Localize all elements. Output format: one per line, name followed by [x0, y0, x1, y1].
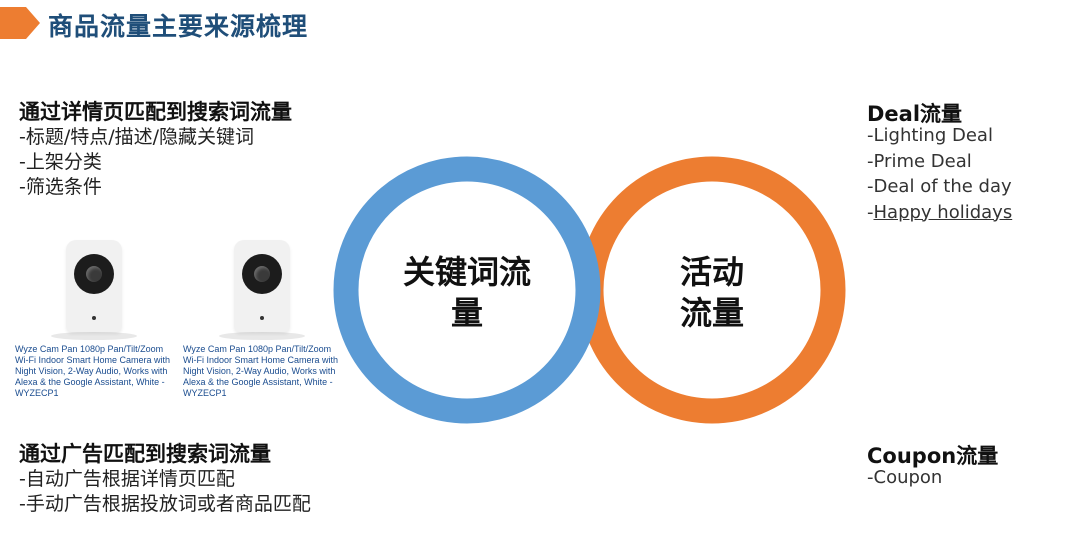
- search-detail-title: 通过详情页匹配到搜索词流量: [19, 100, 292, 124]
- activity-traffic-label: 活动 流量: [679, 253, 744, 332]
- list-item: -Prime Deal: [867, 150, 972, 172]
- list-item: -Lighting Deal: [867, 125, 993, 146]
- security-camera-icon: [15, 240, 173, 340]
- list-item: -自动广告根据详情页匹配: [19, 468, 235, 490]
- product-title-link[interactable]: Wyze Cam Pan 1080p Pan/Tilt/Zoom Wi-Fi I…: [183, 344, 339, 398]
- search-ads-list: -自动广告根据详情页匹配 -手动广告根据投放词或者商品匹配: [19, 467, 311, 517]
- list-item: -Coupon: [867, 467, 943, 488]
- coupon-list: -Coupon: [867, 465, 942, 491]
- keyword-traffic-label: 关键词流 量: [402, 253, 531, 332]
- product-title-link[interactable]: Wyze Cam Pan 1080p Pan/Tilt/Zoom Wi-Fi I…: [15, 344, 171, 398]
- page-title: 商品流量主要来源梳理: [48, 12, 309, 41]
- deal-list: -Lighting Deal -Prime Deal -Deal of the …: [867, 123, 1012, 225]
- keyword-ring: [333, 156, 601, 424]
- list-item[interactable]: -Happy holidays: [867, 201, 1013, 223]
- list-item: -筛选条件: [19, 176, 102, 198]
- deal-title: Deal流量: [867, 102, 963, 126]
- product-card[interactable]: Wyze Cam Pan 1080p Pan/Tilt/Zoom Wi-Fi I…: [183, 240, 341, 399]
- traffic-rings-diagram: [333, 156, 846, 424]
- security-camera-icon: [183, 240, 341, 340]
- list-item: -上架分类: [19, 151, 102, 173]
- list-item: -Deal of the day: [867, 176, 1012, 197]
- search-detail-list: -标题/特点/描述/隐藏关键词 -上架分类 -筛选条件: [19, 125, 254, 200]
- list-item: -标题/特点/描述/隐藏关键词: [19, 126, 255, 148]
- title-arrow-icon: [0, 7, 40, 39]
- happy-holidays-link[interactable]: Happy holidays: [873, 201, 1013, 223]
- product-card[interactable]: Wyze Cam Pan 1080p Pan/Tilt/Zoom Wi-Fi I…: [15, 240, 173, 399]
- coupon-title: Coupon流量: [867, 444, 999, 468]
- search-ads-title: 通过广告匹配到搜索词流量: [19, 442, 271, 466]
- list-item: -手动广告根据投放词或者商品匹配: [19, 493, 311, 515]
